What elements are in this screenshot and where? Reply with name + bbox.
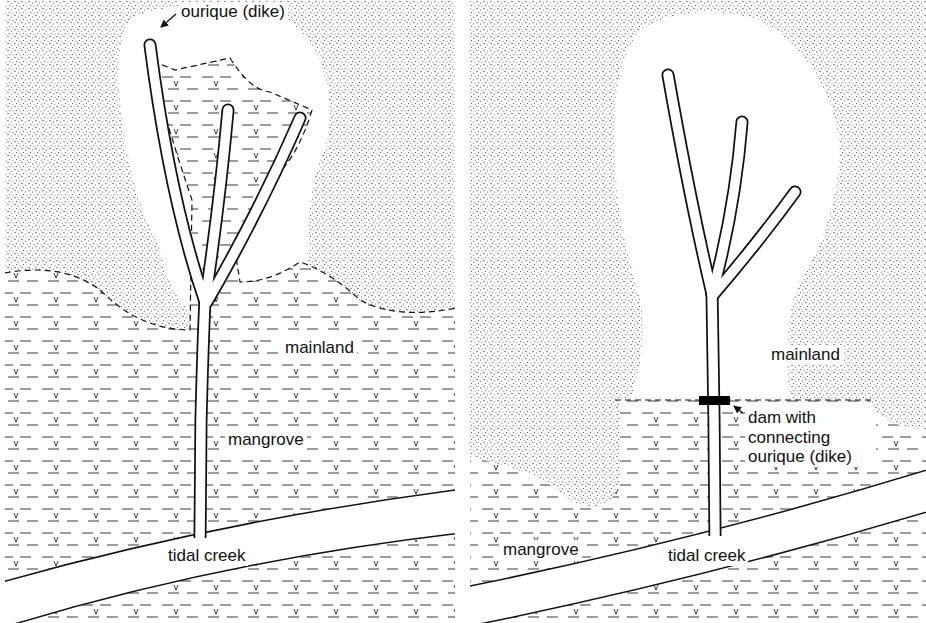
dam	[699, 396, 730, 405]
left-panel	[0, 0, 470, 623]
region-label: mangrove	[500, 540, 582, 560]
dam-label: dam with connecting ourique (dike)	[745, 408, 876, 467]
creek-label: tidal creek	[165, 546, 248, 566]
dike-label: ourique (dike)	[178, 2, 288, 22]
right-panel	[460, 0, 926, 623]
region-label: mangrove	[225, 430, 307, 450]
creek-label: tidal creek	[665, 546, 748, 566]
region-label: mainland	[282, 338, 357, 358]
region-label: mainland	[768, 345, 843, 365]
